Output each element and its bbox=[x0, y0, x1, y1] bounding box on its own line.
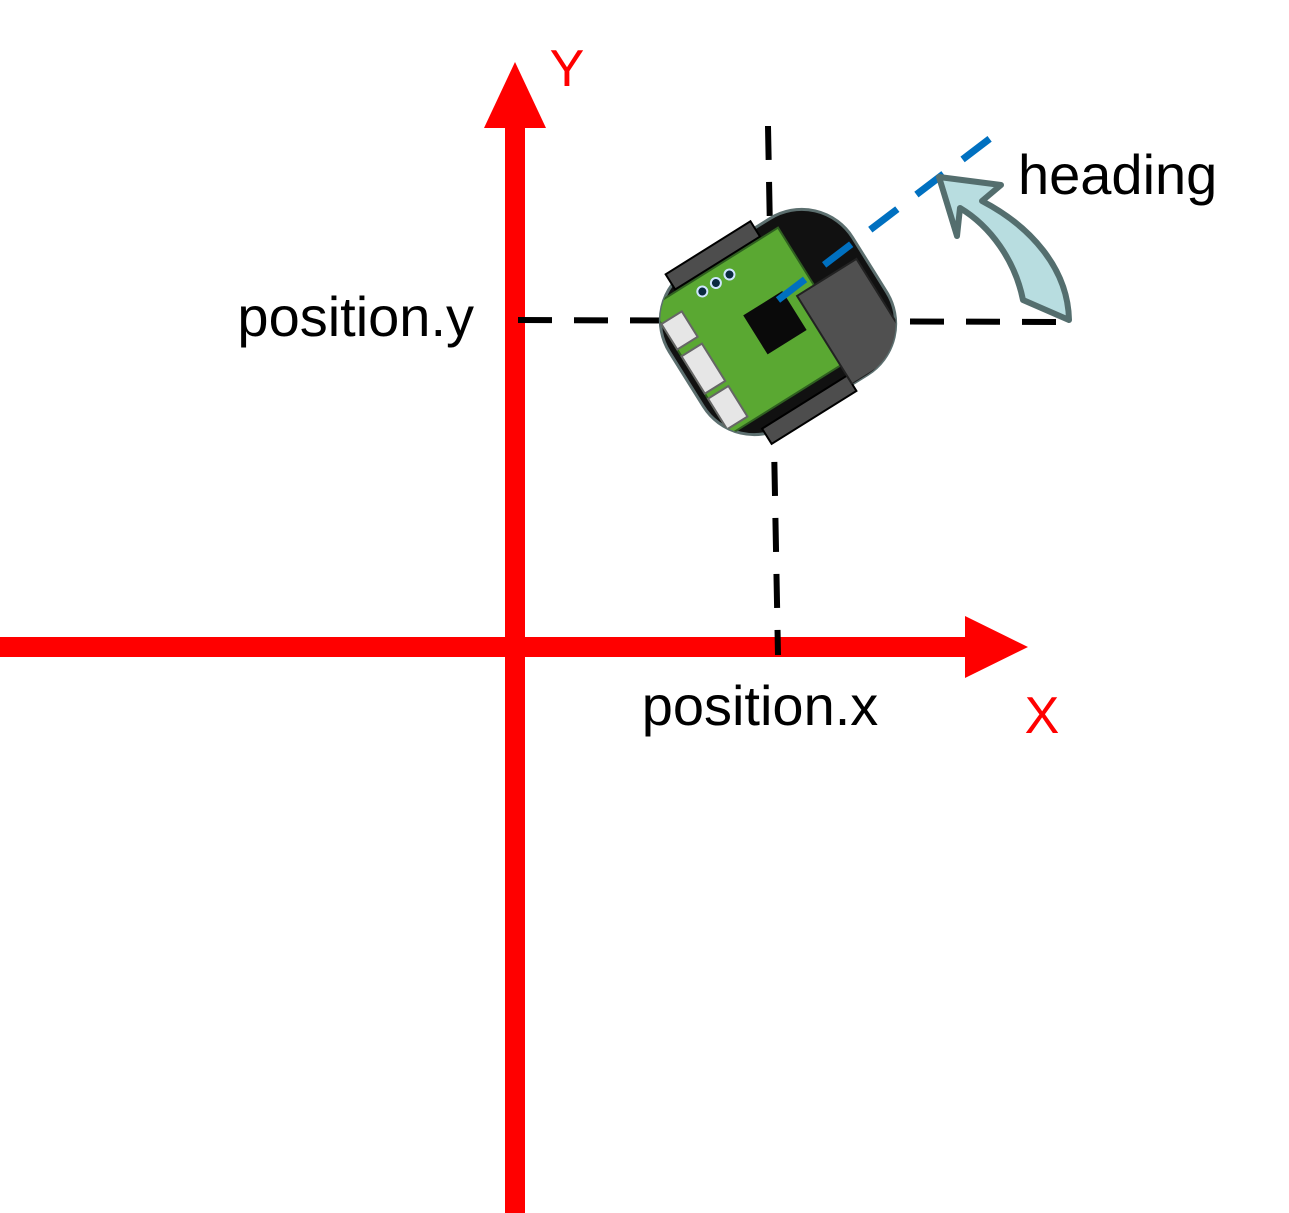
y-axis bbox=[484, 62, 546, 1213]
robot-port bbox=[680, 342, 727, 396]
y-axis-line bbox=[505, 120, 525, 1213]
x-axis bbox=[0, 616, 1028, 678]
y-axis-arrowhead bbox=[484, 62, 546, 128]
position-x-label: position.x bbox=[642, 674, 879, 737]
x-axis-label: X bbox=[1025, 687, 1060, 745]
x-axis-arrowhead bbox=[965, 616, 1028, 678]
robot-left-wheel bbox=[664, 219, 762, 291]
x-axis-line bbox=[0, 637, 975, 657]
robot-pin bbox=[709, 276, 722, 289]
robot-port bbox=[706, 384, 749, 431]
heading-direction-line bbox=[775, 134, 995, 303]
robot-car-icon bbox=[649, 207, 913, 446]
curved-arrow-icon bbox=[936, 174, 1072, 323]
position-y-guide-line bbox=[517, 317, 1063, 325]
y-axis-label: Y bbox=[550, 40, 585, 98]
robot-chip bbox=[743, 291, 807, 355]
robot-port bbox=[660, 310, 700, 351]
robot-pin bbox=[723, 268, 736, 281]
robot-pin bbox=[696, 285, 709, 298]
position-x-guide-line bbox=[765, 125, 781, 656]
guide-lines bbox=[517, 125, 1063, 656]
heading-label: heading bbox=[1018, 143, 1217, 206]
position-y-label: position.y bbox=[237, 285, 474, 348]
